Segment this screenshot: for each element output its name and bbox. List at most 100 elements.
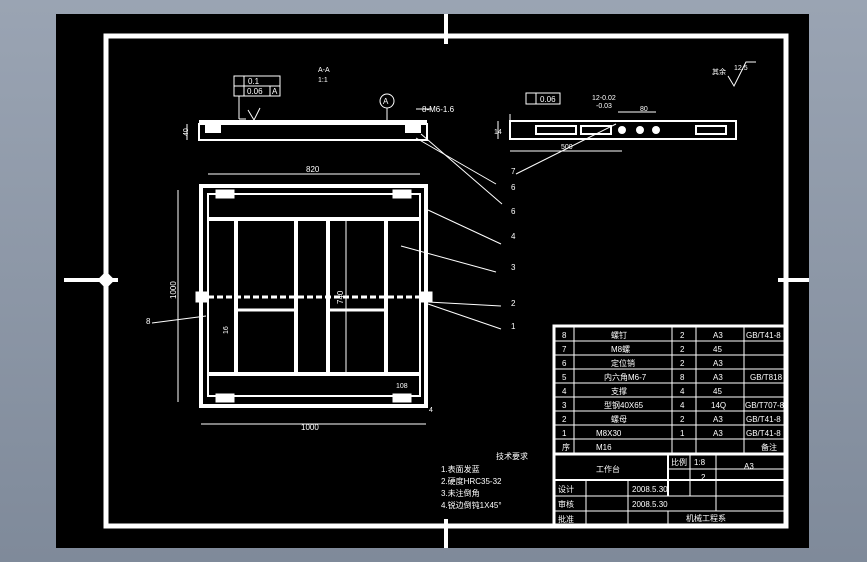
title-block: 工作台 比例 1:8 A3 2 设计 审核 批准 2008.5.30 2008.… <box>558 457 754 524</box>
bom-r5-no: 4 <box>562 387 567 396</box>
dim-16: 16 <box>223 326 230 334</box>
datum-a: A <box>272 87 278 96</box>
bom-r2-mat: 45 <box>713 345 722 354</box>
tol-flat-right: 0.06 <box>540 95 556 104</box>
leader-6a: 6 <box>511 183 516 192</box>
section-label: A-A <box>318 67 330 74</box>
dim-500: 500 <box>561 144 573 151</box>
bom-r4-no: 5 <box>562 373 567 382</box>
bom-r7-qty: 2 <box>680 415 685 424</box>
bom-r9-std: 备注 <box>761 442 777 452</box>
dim-14: 14 <box>494 129 502 136</box>
roughness-symbol <box>727 61 756 88</box>
part-name: 工作台 <box>596 464 620 474</box>
bom-r6-mat: 14Q <box>711 401 726 410</box>
bom-r7-mat: A3 <box>713 415 723 424</box>
bom-r1-std: GB/T41-8 <box>746 331 781 340</box>
callout-a: A <box>383 97 389 106</box>
bom-r9-no: 序 <box>562 442 570 452</box>
bom-r8-mat: A3 <box>713 429 723 438</box>
feature-frame-right <box>525 92 561 105</box>
bom-r5-name: 支撑 <box>611 386 627 396</box>
bom-r6-qty: 4 <box>680 401 685 410</box>
side-view-right <box>497 111 737 175</box>
leader-6b: 6 <box>511 207 516 216</box>
note-line-4: 4.锐边倒钝1X45° <box>441 500 502 510</box>
bom-r9-name: M16 <box>596 443 612 452</box>
bom-r2-name: M8螺 <box>611 344 630 354</box>
roughness-value: 12.5 <box>734 65 748 72</box>
bom-r3-qty: 2 <box>680 359 685 368</box>
tol-par: 0.06 <box>247 87 263 96</box>
side-view-left <box>186 93 503 205</box>
thread-callout: 8-M6-1.6 <box>422 105 455 114</box>
bom-r1-no: 8 <box>562 331 567 340</box>
leader-8: 8 <box>146 317 151 326</box>
scale-value: 1:8 <box>694 458 706 467</box>
bom-r8-no: 1 <box>562 429 567 438</box>
bom-table <box>552 324 788 528</box>
leader-7: 7 <box>511 167 516 176</box>
bom-r6-no: 3 <box>562 401 567 410</box>
dim-820: 820 <box>306 165 320 174</box>
bom-r1-mat: A3 <box>713 331 723 340</box>
date-2: 2008.5.30 <box>632 500 668 509</box>
bom-r4-name: 内六角M6-7 <box>604 372 647 382</box>
dim-1000-v: 1000 <box>169 281 178 299</box>
bom-r5-qty: 4 <box>680 387 685 396</box>
plan-view <box>177 173 433 425</box>
drawing-frame <box>64 14 809 548</box>
bom-r6-name: 型钢40X65 <box>604 400 644 410</box>
notes-heading: 技术要求 <box>496 451 528 461</box>
bom-r3-mat: A3 <box>713 359 723 368</box>
leader-4: 4 <box>511 232 516 241</box>
school-name: 机械工程系 <box>686 513 726 523</box>
bom-r1-qty: 2 <box>680 331 685 340</box>
bom-r3-no: 6 <box>562 359 567 368</box>
bom-r4-qty: 8 <box>680 373 685 382</box>
designer-label: 设计 <box>558 484 574 494</box>
bom-r2-no: 7 <box>562 345 567 354</box>
tol-lower: -0.03 <box>596 103 612 110</box>
dim-108: 108 <box>396 383 408 390</box>
drawing-canvas[interactable]: A-A 1:1 A 8-M6-1.6 40 0.1 0.06 A 0.06 12… <box>56 14 809 548</box>
leader-3: 3 <box>511 263 516 272</box>
roughness-note: 其余 <box>712 67 726 76</box>
row3-label: 批准 <box>558 514 574 524</box>
bom-rows: 8 螺钉 2 A3 GB/T41-8 7 M8螺 2 45 6 定位销 2 A3… <box>562 330 785 452</box>
drawing-sheet[interactable]: A-A 1:1 A 8-M6-1.6 40 0.1 0.06 A 0.06 12… <box>56 14 809 548</box>
bom-r4-mat: A3 <box>713 373 723 382</box>
bom-r3-name: 定位销 <box>611 358 635 368</box>
dim-1000-h: 1000 <box>301 423 319 432</box>
leader-1: 1 <box>511 322 516 331</box>
scale-label: 比例 <box>671 457 687 467</box>
bom-r1-name: 螺钉 <box>611 330 627 340</box>
tol-upper: 12-0.02 <box>592 95 616 102</box>
dim-740: 740 <box>336 290 345 304</box>
note-line-1: 1.表面发蓝 <box>441 464 480 474</box>
bom-r5-mat: 45 <box>713 387 722 396</box>
dim-4: 4 <box>429 407 433 414</box>
bom-r8-qty: 1 <box>680 429 685 438</box>
checker-label: 审核 <box>558 499 574 509</box>
bom-r2-qty: 2 <box>680 345 685 354</box>
bom-r8-name: M8X30 <box>596 429 622 438</box>
bom-r7-name: 螺母 <box>611 414 627 424</box>
note-line-3: 3.未注倒角 <box>441 488 480 498</box>
feature-control-frame <box>233 75 281 122</box>
dim-80: 80 <box>640 106 648 113</box>
qty-value: 2 <box>701 473 706 482</box>
dim-40: 40 <box>183 128 190 136</box>
bom-r7-std: GB/T41-8 <box>746 415 781 424</box>
bom-r8-std: GB/T41-8 <box>746 429 781 438</box>
leader-2: 2 <box>511 299 516 308</box>
bom-r6-std: GB/T707-8 <box>745 401 785 410</box>
sheet-size: A3 <box>744 462 754 471</box>
bom-r4-std: GB/T818 <box>750 373 783 382</box>
leader-lines <box>151 209 502 330</box>
tol-flat: 0.1 <box>248 77 260 86</box>
section-scale: 1:1 <box>318 77 328 84</box>
bom-r7-no: 2 <box>562 415 567 424</box>
date-1: 2008.5.30 <box>632 485 668 494</box>
